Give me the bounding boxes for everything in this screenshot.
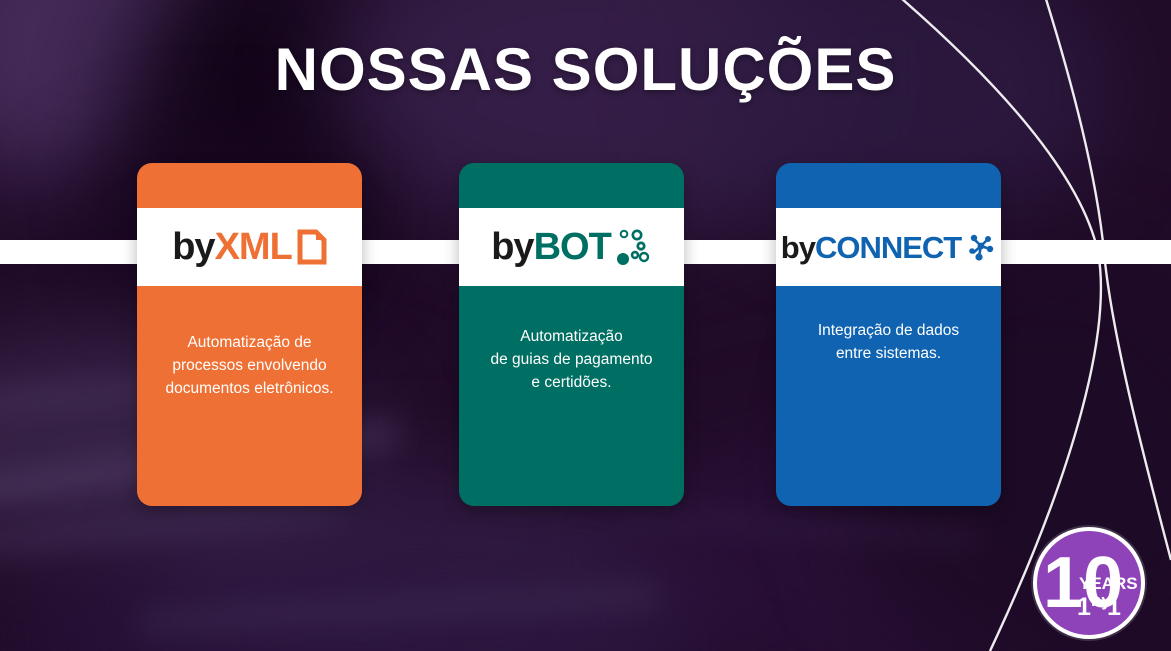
network-nodes-icon xyxy=(966,232,996,262)
logo-name: XML xyxy=(214,226,293,268)
solution-description-bybot: Automatização de guias de pagamento e ce… xyxy=(476,326,666,394)
logo-name: BOT xyxy=(533,226,612,268)
description-line: entre sistemas. xyxy=(835,344,942,362)
description-line: Integração de dados xyxy=(817,322,960,339)
solution-card-byxml[interactable]: byXML Automatização de processos envolve… xyxy=(137,163,362,506)
solution-card-bybot[interactable]: byBOT Automatização xyxy=(459,163,684,506)
document-icon xyxy=(297,229,327,265)
badge-years-label: YEARS xyxy=(1079,574,1138,593)
logo-name: CONNECT xyxy=(814,229,962,265)
logo-prefix: by xyxy=(491,226,534,268)
logo-band-bybot: byBOT xyxy=(459,208,684,286)
anniversary-badge: 10 YEARS 1 by 1 xyxy=(1033,527,1145,639)
logo-prefix: by xyxy=(780,229,816,265)
description-line: de guias de pagamento xyxy=(490,350,653,368)
description-line: processos envolvendo xyxy=(172,356,327,374)
description-line: documentos eletrônicos. xyxy=(165,379,334,397)
solution-description-byxml: Automatização de processos envolvendo do… xyxy=(151,332,347,400)
badge-brand-one-left: 1 xyxy=(1077,593,1091,621)
solutions-card-group: byXML Automatização de processos envolve… xyxy=(0,163,1171,508)
solution-description-byconnect: Integração de dados entre sistemas. xyxy=(804,320,973,366)
bubbles-icon xyxy=(616,227,652,267)
badge-brand-one-right: 1 xyxy=(1107,593,1121,621)
badge-brand-by: by xyxy=(1091,591,1111,610)
description-line: Automatização xyxy=(520,328,623,345)
solution-card-byconnect[interactable]: byCONNECT xyxy=(776,163,1001,506)
logo-band-byconnect: byCONNECT xyxy=(776,208,1001,286)
page-title: NOSSAS SOLUÇÕES xyxy=(274,36,897,103)
badge-artwork: 10 YEARS 1 by 1 xyxy=(1043,543,1138,623)
logo-band-byxml: byXML xyxy=(137,208,362,286)
logo-bybot: byBOT xyxy=(491,225,652,269)
description-line: e certidões. xyxy=(531,373,612,391)
logo-prefix: by xyxy=(172,226,215,268)
description-line: Automatização de xyxy=(187,334,312,351)
badge-number: 10 xyxy=(1043,543,1123,623)
logo-byconnect: byCONNECT xyxy=(781,225,996,269)
logo-byxml: byXML xyxy=(172,225,327,269)
